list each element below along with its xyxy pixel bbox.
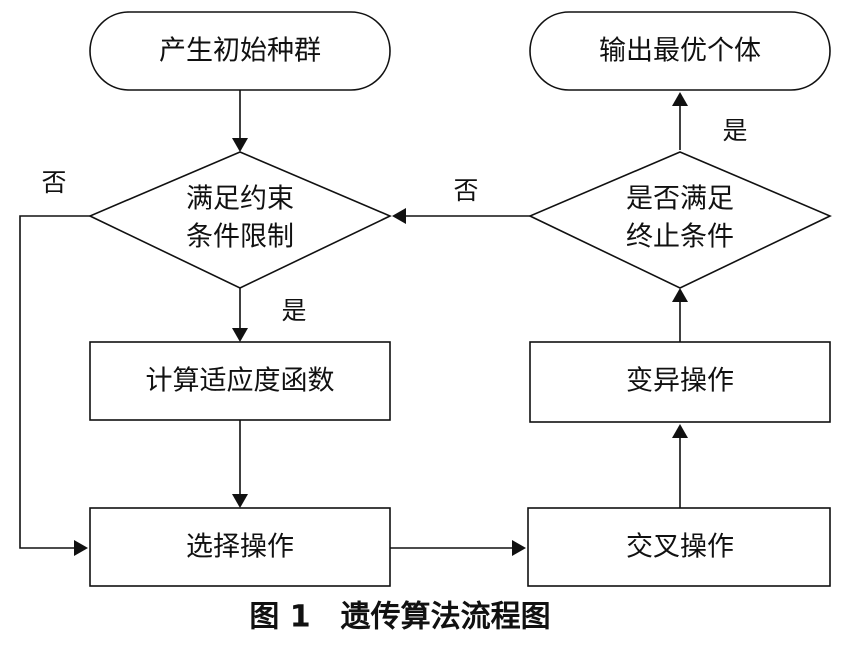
- node-termination-label-line1: 是否满足: [626, 184, 734, 215]
- node-mutation: 变异操作: [529, 341, 831, 423]
- node-output: 输出最优个体: [529, 11, 831, 91]
- node-output-label: 输出最优个体: [599, 36, 761, 67]
- arrowhead-icon: [392, 208, 406, 224]
- node-constraint-label-line2: 条件限制: [186, 222, 294, 253]
- node-constraint-decision: 满足约束 条件限制: [88, 151, 392, 289]
- node-start-label: 产生初始种群: [159, 36, 321, 67]
- node-termination-decision: 是否满足 终止条件: [528, 151, 832, 289]
- edge-label-constraint-yes: 是: [281, 296, 306, 325]
- connectors: [19, 90, 688, 556]
- arrowhead-icon: [232, 328, 248, 342]
- node-mutation-label: 变异操作: [626, 366, 734, 397]
- node-crossover: 交叉操作: [527, 507, 831, 587]
- edge-label-termination-no: 否: [453, 176, 478, 205]
- arrowhead-icon: [232, 494, 248, 508]
- node-start: 产生初始种群: [89, 11, 391, 91]
- figure-caption: 图 1 遗传算法流程图: [249, 600, 550, 635]
- node-termination-label-line2: 终止条件: [626, 222, 734, 253]
- node-constraint-label-line1: 满足约束: [186, 184, 294, 215]
- arrowhead-icon: [232, 138, 248, 152]
- arrowhead-icon: [672, 424, 688, 438]
- arrowhead-icon: [672, 288, 688, 302]
- edge-constraint-no-to-selection: [19, 215, 92, 549]
- arrowhead-icon: [512, 540, 526, 556]
- arrowhead-icon: [672, 92, 688, 106]
- node-crossover-label: 交叉操作: [626, 532, 734, 563]
- arrowhead-icon: [74, 540, 88, 556]
- node-selection-label: 选择操作: [186, 532, 294, 563]
- edge-label-constraint-no: 否: [41, 168, 66, 197]
- node-fitness-label: 计算适应度函数: [146, 366, 335, 397]
- node-selection: 选择操作: [89, 507, 391, 587]
- node-fitness: 计算适应度函数: [89, 341, 391, 421]
- edge-label-termination-yes: 是: [722, 116, 747, 145]
